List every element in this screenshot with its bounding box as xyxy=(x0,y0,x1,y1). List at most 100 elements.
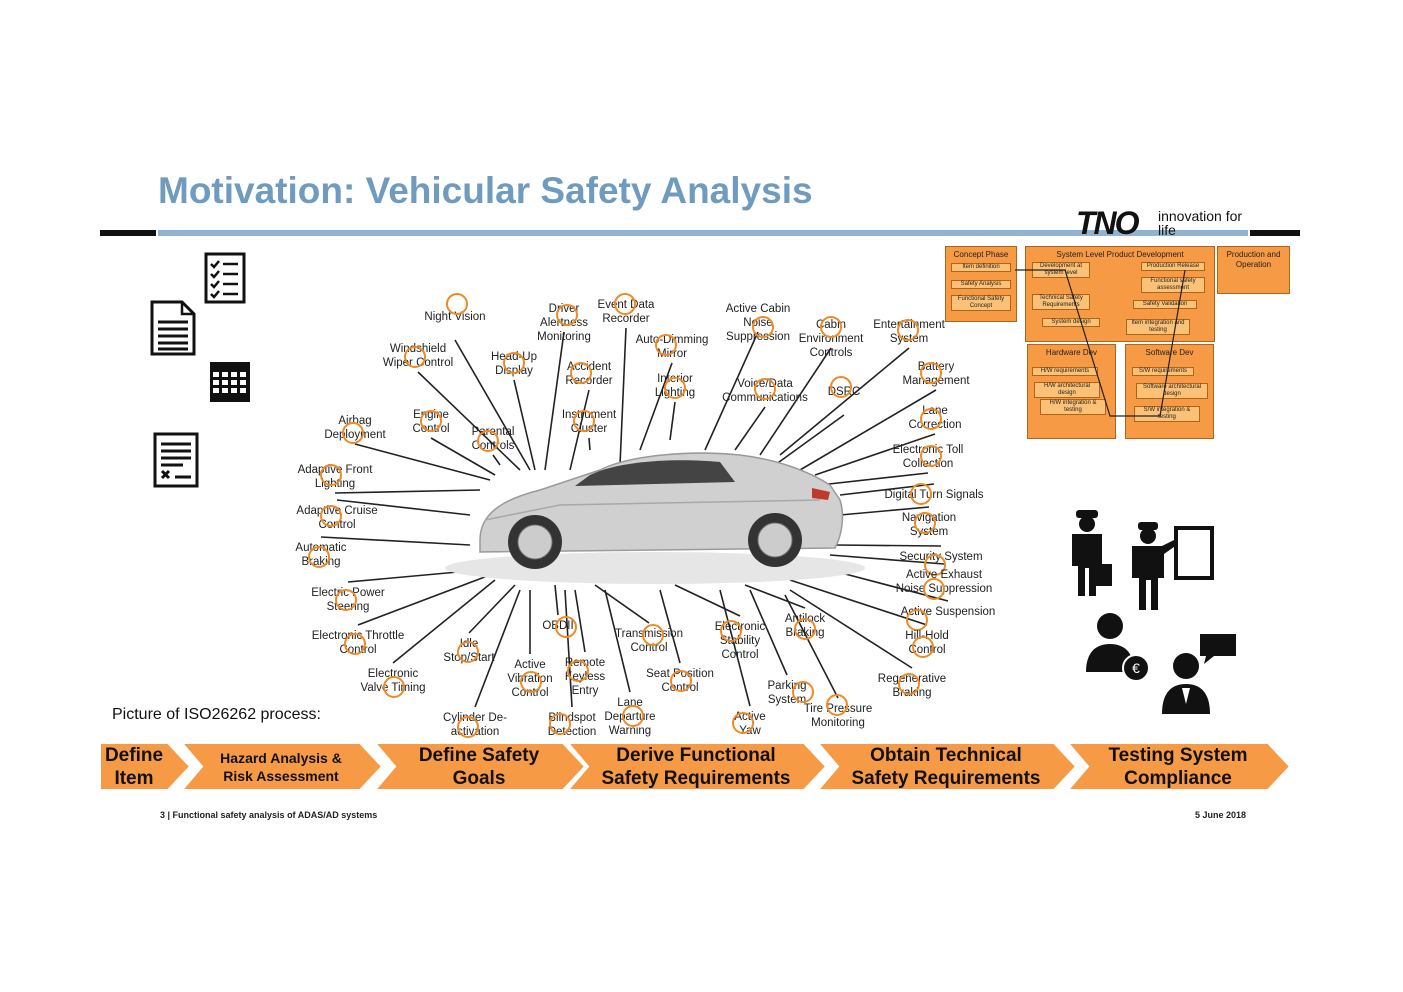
leader-line xyxy=(357,574,491,626)
iso-item: Software architectural design xyxy=(1136,383,1208,399)
leader-line xyxy=(799,389,937,471)
process-step: Define Item xyxy=(100,743,190,790)
calendar-icon xyxy=(210,362,250,402)
document-icon xyxy=(150,300,196,356)
leader-line xyxy=(734,406,766,451)
system-level-title: System Level Product Development xyxy=(1056,250,1184,259)
leader-line xyxy=(749,589,788,676)
leader-line xyxy=(774,414,845,466)
feature-marker-ring xyxy=(404,346,426,368)
leader-line xyxy=(779,347,910,456)
feature-marker-ring xyxy=(923,578,945,600)
leader-line xyxy=(639,362,673,451)
tno-mark: TNO xyxy=(1076,205,1140,241)
leader-line xyxy=(719,589,751,707)
process-step-label: Derive Functional Safety Requirements xyxy=(601,744,791,789)
title-rule-left xyxy=(100,230,156,236)
footer-title: 3 | Functional safety analysis of ADAS/A… xyxy=(160,810,378,820)
iso-item: Production Release xyxy=(1141,262,1205,271)
leader-line xyxy=(564,589,573,708)
leader-line xyxy=(336,499,471,516)
iso-item: Functional safety assessment xyxy=(1141,277,1205,293)
tno-tagline: innovation for life xyxy=(1158,208,1243,238)
leader-line xyxy=(814,433,936,476)
leader-line xyxy=(544,331,565,471)
engineer-presenting-icon xyxy=(1132,522,1214,610)
iso-item: Safety Analysis xyxy=(951,280,1011,289)
feature-marker-ring xyxy=(457,716,479,738)
leader-line xyxy=(574,589,586,653)
process-step-label: Obtain Technical Safety Requirements xyxy=(851,744,1041,789)
feature-marker-ring xyxy=(342,422,364,444)
leader-lines xyxy=(320,327,949,708)
feature-marker-ring xyxy=(830,376,852,398)
feature-marker-ring xyxy=(335,589,357,611)
leader-line xyxy=(430,437,496,476)
software-dev-title: Software Dev xyxy=(1145,348,1194,357)
footer-date: 5 June 2018 xyxy=(1195,810,1247,820)
feature-marker-ring xyxy=(920,445,942,467)
leader-line xyxy=(704,331,759,451)
process-step-label: Define Item xyxy=(104,744,164,789)
feature-marker-ring xyxy=(914,512,936,534)
software-dev-phase: Software Dev S/W requirements Software a… xyxy=(1125,344,1214,439)
svg-text:€: € xyxy=(1132,660,1140,676)
leader-line xyxy=(468,584,516,634)
process-step: Derive Functional Safety Requirements xyxy=(568,743,826,790)
process-step: Hazard Analysis & Risk Assessment xyxy=(182,743,382,790)
feature-marker-ring xyxy=(920,362,942,384)
leader-line xyxy=(320,536,471,546)
leader-line xyxy=(789,579,928,626)
leader-line xyxy=(674,584,741,617)
process-step: Define Safety Goals xyxy=(375,743,585,790)
manager-euro-icon: € xyxy=(1086,613,1150,682)
feature-marker-ring xyxy=(920,408,942,430)
feature-marker-ring xyxy=(520,671,542,693)
process-step-label: Testing System Compliance xyxy=(1108,744,1248,789)
feature-marker-ring xyxy=(503,352,525,374)
tno-logo: TNO innovation for life xyxy=(1076,205,1242,241)
process-step-label: Hazard Analysis & Risk Assessment xyxy=(220,749,342,784)
iso-caption: Picture of ISO26262 process: xyxy=(112,706,321,723)
iso-item: S/W integration & testing xyxy=(1134,406,1200,422)
car-icon xyxy=(479,452,844,569)
feature-marker-ring xyxy=(655,334,677,356)
feature-marker-ring xyxy=(642,624,664,646)
feature-label: Digital Turn Signals xyxy=(884,489,984,501)
leader-line xyxy=(594,584,650,624)
leader-line xyxy=(789,589,913,669)
leader-line xyxy=(513,379,536,471)
leader-line xyxy=(669,401,676,441)
system-level-phase: System Level Product Development Develop… xyxy=(1025,246,1215,342)
process-step: Testing System Compliance xyxy=(1068,743,1290,790)
feature-marker-ring xyxy=(794,618,816,640)
feature-marker-ring xyxy=(477,430,499,452)
feature-marker-ring xyxy=(898,673,920,695)
leader-line xyxy=(554,584,559,616)
contract-icon xyxy=(153,432,199,488)
feature-marker-ring xyxy=(912,636,934,658)
leader-line xyxy=(834,544,942,547)
title-rule xyxy=(158,230,1248,236)
iso-item: Item definition xyxy=(951,263,1011,272)
feature-marker-ring xyxy=(897,319,919,341)
feature-marker-ring xyxy=(732,712,754,734)
leader-line xyxy=(492,454,501,466)
feature-label: Night Vision xyxy=(424,311,486,323)
leader-line xyxy=(744,584,806,609)
feature-marker-ring xyxy=(420,410,442,432)
leader-line xyxy=(619,327,627,466)
feature-marker-ring xyxy=(567,660,589,682)
feature-marker-ring xyxy=(820,316,842,338)
leader-line xyxy=(334,489,481,494)
feature-marker-ring xyxy=(826,694,848,716)
feature-marker-ring xyxy=(556,304,578,326)
iso-item: H/W requirements xyxy=(1032,367,1098,376)
feature-marker-ring xyxy=(344,633,366,655)
feature-marker-ring xyxy=(320,505,342,527)
feature-marker-ring xyxy=(754,378,776,400)
leader-line xyxy=(839,506,930,516)
feature-marker-ring xyxy=(549,713,571,735)
leader-line xyxy=(392,579,496,664)
